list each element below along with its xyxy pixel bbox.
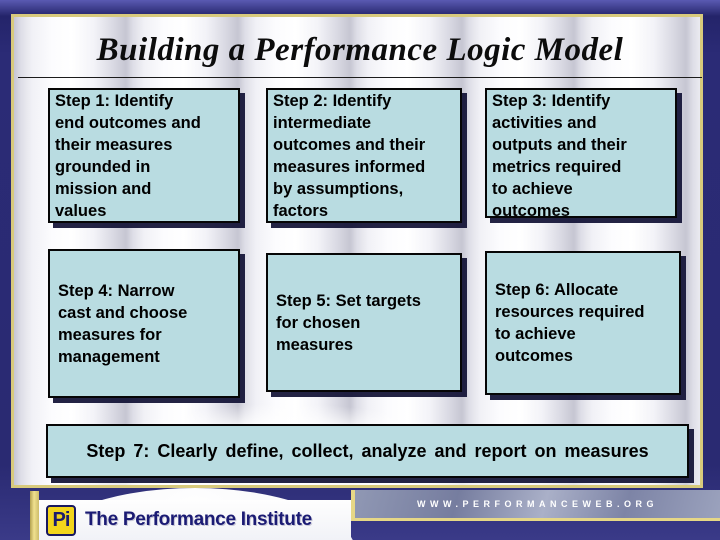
step-6-box: Step 6: Allocate resources required to a… — [485, 251, 681, 395]
website-band: WWW.PERFORMANCEWEB.ORG — [351, 490, 720, 521]
step-4-box: Step 4: Narrow cast and choose measures … — [48, 249, 240, 398]
performance-institute-logo: Pi — [46, 504, 76, 536]
brand-name: The Performance Institute — [85, 509, 312, 530]
page-title: Building a Performance Logic Model — [96, 32, 624, 68]
website-url: WWW.PERFORMANCEWEB.ORG — [417, 499, 658, 509]
pi-logo-text: Pi — [52, 509, 71, 531]
footer-gold-accent — [30, 491, 39, 540]
step-5-box: Step 5: Set targets for chosen measures — [266, 253, 462, 392]
step-7-box: Step 7: Clearly define, collect, analyze… — [46, 424, 689, 478]
step-2-box: Step 2: Identify intermediate outcomes a… — [266, 88, 462, 223]
step-3-box: Step 3: Identify activities and outputs … — [485, 88, 677, 218]
title-underline — [18, 77, 702, 78]
footer-banner: Pi The Performance Institute — [39, 500, 351, 540]
step-1-box: Step 1: Identify end outcomes and their … — [48, 88, 240, 223]
